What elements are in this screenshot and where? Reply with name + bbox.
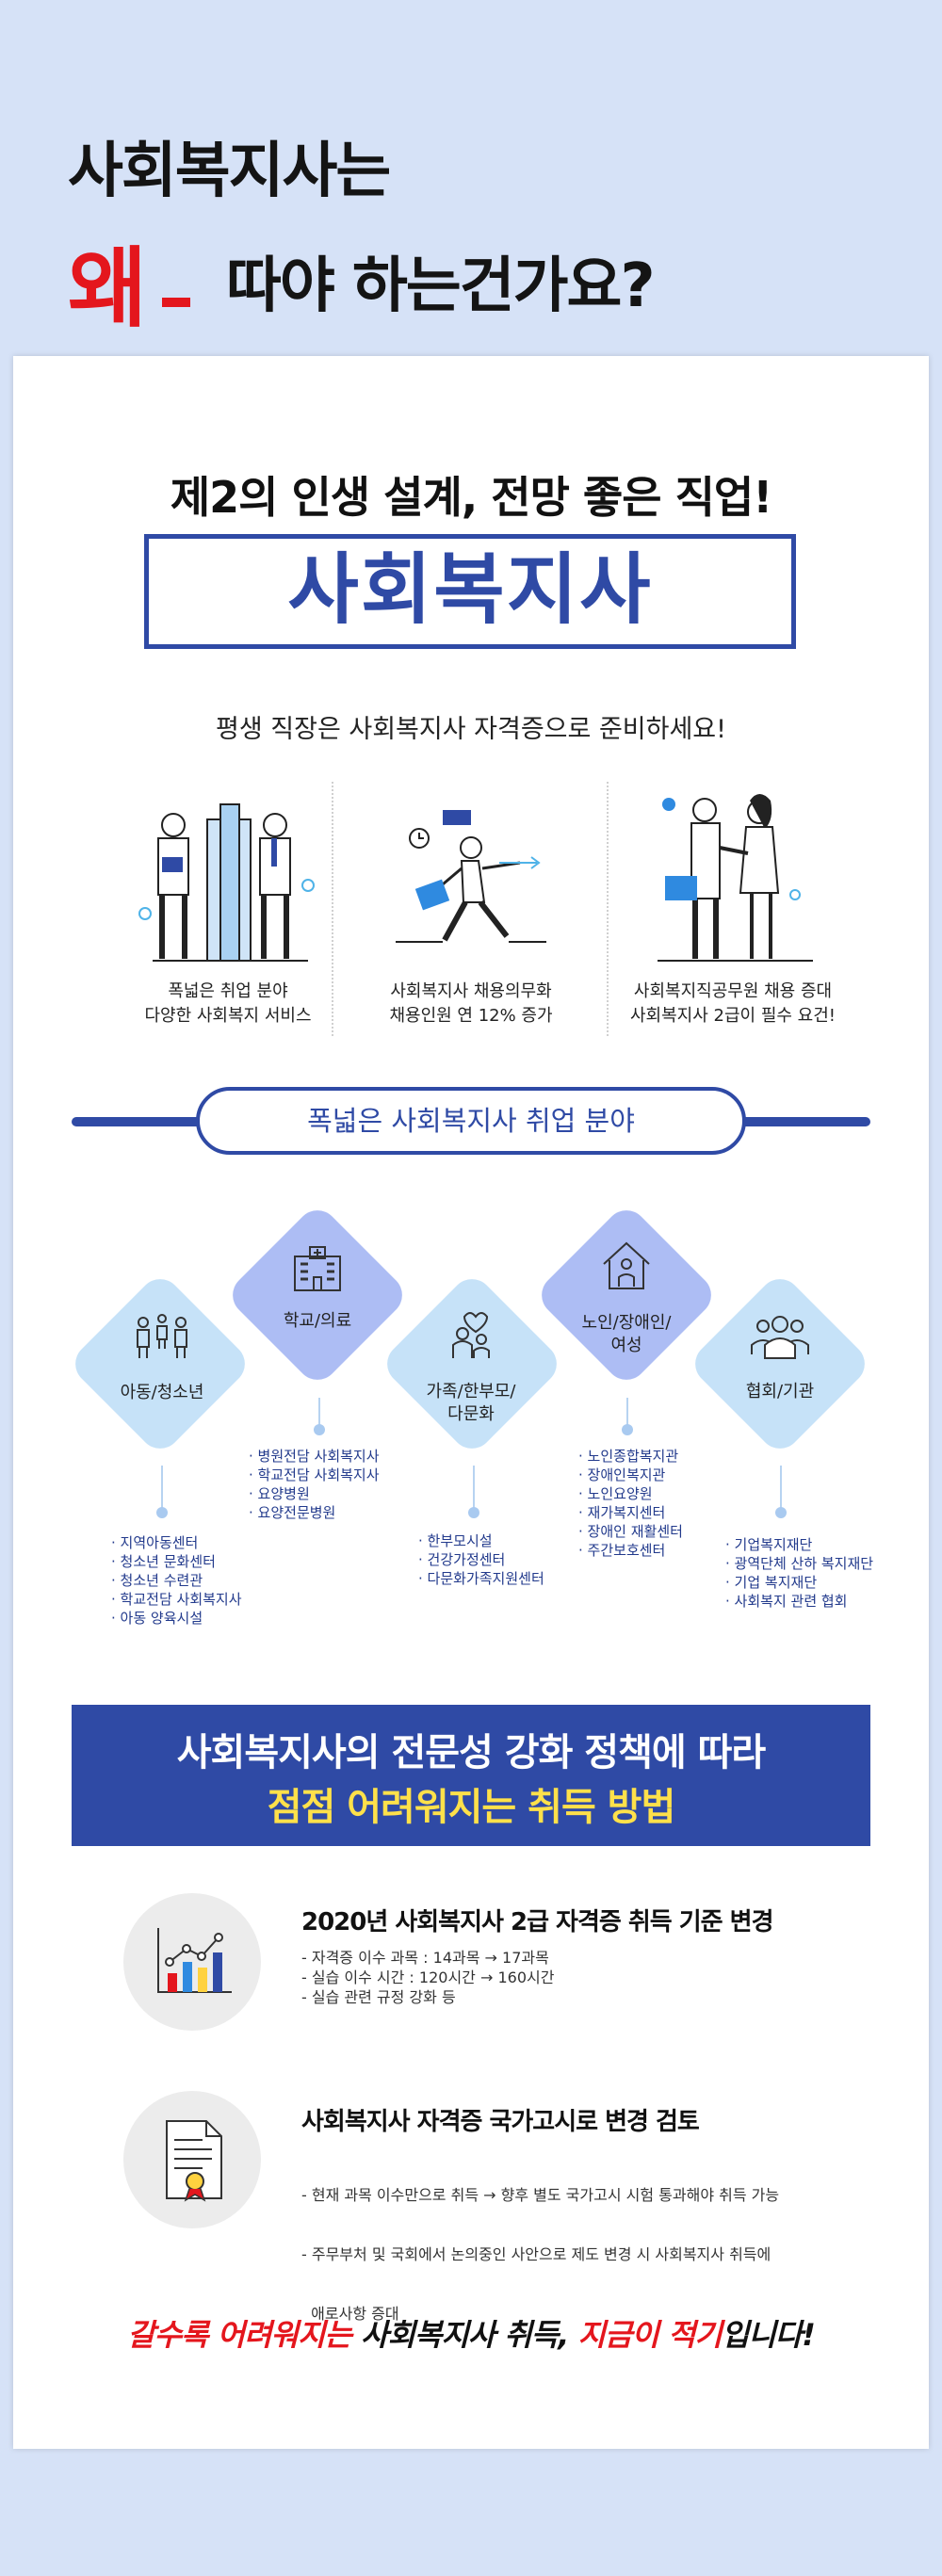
handshake-icon <box>658 794 813 962</box>
hero-line-2: 따야 하는건가요? <box>226 251 656 321</box>
list-item: 학교전담 사회복지사 <box>111 1590 242 1609</box>
change-line: - 실습 관련 규정 강화 등 <box>301 1988 456 2006</box>
growth-chart-icon <box>157 1928 232 1993</box>
list-item: 요양병원 <box>249 1484 380 1503</box>
feature-2-line-2: 채용인원 연 12% 증가 <box>389 1006 553 1026</box>
field-dot <box>622 1424 633 1435</box>
hero-why: 왜 <box>68 238 148 339</box>
list-item: 노인종합복지관 <box>578 1447 683 1466</box>
list-item: 청소년 수련관 <box>111 1571 242 1590</box>
children-icon <box>137 1314 187 1358</box>
feature-3-line-1: 사회복지직공무원 채용 증대 <box>633 981 833 1001</box>
list-item: 한부모시설 <box>418 1531 544 1550</box>
list-item: 지역아동센터 <box>111 1533 242 1552</box>
list-item: 병원전담 사회복지사 <box>249 1447 380 1466</box>
house-person-icon <box>603 1241 650 1289</box>
field-dot <box>156 1507 168 1518</box>
divider <box>607 782 609 1036</box>
group-people-icon <box>751 1316 809 1359</box>
list-item: 요양전문병원 <box>249 1503 380 1522</box>
list-item: 학교전담 사회복지사 <box>249 1466 380 1484</box>
policy-banner <box>72 1705 870 1846</box>
list-item: 아동 양육시설 <box>111 1609 242 1628</box>
field-list-association: 기업복지재단 광역단체 산하 복지재단 기업 복지재단 사회복지 관련 협회 <box>725 1535 874 1611</box>
running-businessman-icon <box>396 810 546 943</box>
feature-3: 사회복지직공무원 채용 증대 사회복지사 2급이 필수 요건! <box>592 772 874 1027</box>
list-item: 건강가정센터 <box>418 1550 544 1569</box>
field-label-association: 협회/기관 <box>745 1382 815 1401</box>
list-item: 사회복지 관련 협회 <box>725 1592 873 1611</box>
certificate-icon <box>166 2120 222 2202</box>
feature-1-line-1: 폭넓은 취업 분야 <box>168 981 288 1001</box>
tagline: 제2의 인생 설계, 전망 좋은 직업! <box>170 472 772 523</box>
list-item: 광역단체 산하 복지재단 <box>725 1554 874 1573</box>
divider <box>332 782 333 1036</box>
list-item: 장애인복지관 <box>578 1466 683 1484</box>
field-dot <box>314 1424 325 1435</box>
feature-1: 폭넓은 취업 분야 다양한 사회복지 서비스 <box>87 772 369 1027</box>
change-2-lines: - 현재 과목 이수만으로 취득 → 향후 별도 국가고시 시험 통과해야 취득… <box>301 2146 779 2343</box>
banner-line-1: 사회복지사의 전문성 강화 정책에 따라 <box>176 1731 767 1774</box>
change-line: - 실습 이수 시간 : 120시간 → 160시간 <box>301 1968 555 1986</box>
list-item: 노인요양원 <box>578 1484 683 1503</box>
field-label-elderly: 노인/장애인/여성 <box>581 1313 672 1355</box>
hero-why-underscore <box>162 298 190 307</box>
subline: 평생 직장은 사회복지사 자격증으로 준비하세요! <box>216 715 726 744</box>
field-list-family: 한부모시설 건강가정센터 다문화가족지원센터 <box>418 1531 544 1588</box>
change-line: - 현재 과목 이수만으로 취득 → 향후 별도 국가고시 시험 통과해야 취득… <box>301 2186 780 2204</box>
field-stem <box>473 1466 475 1513</box>
page-title: 사회복지사 <box>287 545 653 635</box>
field-dot <box>775 1507 787 1518</box>
hero-line-1: 사회복지사는 <box>68 137 391 206</box>
field-stem <box>780 1466 782 1513</box>
hospital-building-icon <box>294 1246 341 1291</box>
feature-2-line-1: 사회복지사 채용의무화 <box>390 981 552 1001</box>
field-list-children: 지역아동센터 청소년 문화센터 청소년 수련관 학교전담 사회복지사 아동 양육… <box>111 1533 242 1628</box>
field-label-school-medical: 학교/의료 <box>283 1311 352 1331</box>
change-line: - 자격증 이수 과목 : 14과목 → 17과목 <box>301 1949 549 1967</box>
banner-line-2: 점점 어려워지는 취득 방법 <box>267 1786 676 1829</box>
field-list-school-medical: 병원전담 사회복지사 학교전담 사회복지사 요양병원 요양전문병원 <box>249 1447 380 1522</box>
feature-3-line-2: 사회복지사 2급이 필수 요건! <box>630 1006 836 1026</box>
field-stem <box>161 1466 163 1513</box>
list-item: 기업복지재단 <box>725 1535 873 1554</box>
field-dot <box>468 1507 479 1518</box>
list-item: 기업 복지재단 <box>725 1573 873 1592</box>
closing-message: 갈수록 어려워지는 사회복지사 취득, 지금이 적기입니다! <box>127 2317 816 2353</box>
list-item: 주간보호센터 <box>578 1541 683 1560</box>
change-line: - 주무부처 및 국회에서 논의중인 사안으로 제도 변경 시 사회복지사 취득… <box>301 2245 771 2263</box>
feature-1-line-2: 다양한 사회복지 서비스 <box>144 1006 312 1026</box>
list-item: 청소년 문화센터 <box>111 1552 242 1571</box>
feature-2: 사회복지사 채용의무화 채용인원 연 12% 증가 <box>330 772 612 1027</box>
family-icon <box>452 1312 490 1358</box>
change-1-lines: - 자격증 이수 과목 : 14과목 → 17과목 - 실습 이수 시간 : 1… <box>301 1948 554 2007</box>
field-label-children: 아동/청소년 <box>120 1383 204 1402</box>
title-frame <box>144 534 796 649</box>
list-item: 다문화가족지원센터 <box>418 1569 544 1588</box>
fields-heading: 폭넓은 사회복지사 취업 분야 <box>196 1087 746 1155</box>
field-label-family: 가족/한부모/다문화 <box>426 1382 516 1424</box>
field-list-elderly: 노인종합복지관 장애인복지관 노인요양원 재가복지센터 장애인 재활센터 주간보… <box>578 1447 683 1560</box>
business-people-building-icon <box>138 803 315 962</box>
change-1-title: 2020년 사회복지사 2급 자격증 취득 기준 변경 <box>301 1908 773 1936</box>
list-item: 장애인 재활센터 <box>578 1522 683 1541</box>
change-line: 애로사항 증대 <box>301 2305 399 2323</box>
change-2-title: 사회복지사 자격증 국가고시로 변경 검토 <box>301 2108 700 2136</box>
field-stem <box>318 1398 320 1434</box>
list-item: 재가복지센터 <box>578 1503 683 1522</box>
field-stem <box>626 1398 628 1434</box>
